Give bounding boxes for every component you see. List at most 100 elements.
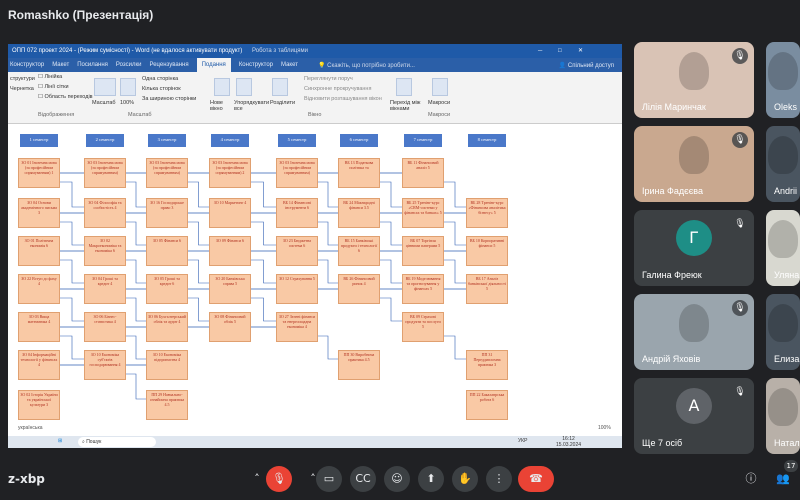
word-title-bar: ОПП 072 проект 2024 - (Режим сумісності)… — [8, 44, 622, 58]
macros-icon[interactable] — [432, 78, 448, 96]
participant-tile[interactable]: Andrii — [766, 126, 800, 202]
participant-tile[interactable]: Oleks — [766, 42, 800, 118]
macros-button[interactable]: Макроси — [428, 100, 451, 106]
camera-options-chevron-icon[interactable]: ˄ — [310, 472, 316, 485]
draft-view[interactable]: Чернетка — [10, 86, 34, 92]
connector-line — [188, 297, 209, 322]
word-ribbon: структури Чернетка ☐ Лінійка ☐ Лінії сіт… — [8, 72, 622, 124]
split-icon[interactable] — [272, 78, 288, 96]
course-box: ЗО 09 Фінанси 6 — [209, 236, 251, 266]
leave-call-button[interactable]: ☎ — [518, 466, 554, 492]
outline-view[interactable]: структури — [10, 76, 35, 82]
reset-window-button[interactable]: Відновити розташування вікон — [304, 96, 382, 102]
participant-tile[interactable]: Ірина Фадєєва🎙 — [634, 126, 754, 202]
participant-tile[interactable]: Андрій Яховів🎙 — [634, 294, 754, 370]
connector-line — [188, 221, 209, 246]
ribbon-tab-5[interactable]: Подання — [196, 58, 231, 72]
navigation-pane-check[interactable]: ☐ Область переходів — [38, 94, 93, 100]
connector-line — [444, 221, 466, 246]
participant-name: Ще 7 осіб — [642, 438, 683, 448]
camera-button[interactable]: ▭ — [316, 466, 342, 492]
zoom-icon[interactable] — [94, 78, 116, 96]
split-button[interactable]: Розділити — [270, 100, 296, 106]
word-search-box[interactable]: 💡 Скажіть, що потрібно зробити... — [318, 62, 415, 69]
course-box: ЗО 02 Історія України та української кул… — [18, 390, 60, 420]
switch-windows-button[interactable]: Перехід між вікнами — [390, 100, 421, 112]
ribbon-tab-6[interactable]: Конструктор — [238, 62, 274, 68]
ribbon-tab-1[interactable]: Макет — [52, 62, 70, 68]
participant-tile[interactable]: Елиза — [766, 294, 800, 370]
info-icon[interactable]: ⓘ — [745, 472, 757, 485]
semester-header: 7 семестр — [404, 134, 442, 147]
gridlines-check[interactable]: ☐ Лінії сітки — [38, 84, 69, 90]
course-box: ЗО 01 Політична економія 6 — [18, 236, 60, 266]
course-box: ВБ 13 Податкова політика та — [338, 158, 380, 188]
ribbon-tab-0[interactable]: Конструктор — [10, 62, 45, 68]
connector-line — [251, 221, 276, 246]
one-page-button[interactable]: Одна сторінка — [142, 76, 179, 82]
course-box: ВБ 14 Фінансові інструменти 6 — [276, 198, 318, 228]
arrange-all-button[interactable]: Упорядкувати все — [234, 100, 270, 112]
course-box: ВБ 24 Міжнародні фінанси 3.5 — [338, 198, 380, 228]
participant-tile[interactable]: Уляна — [766, 210, 800, 286]
mic-off-button[interactable]: 🎙 — [266, 466, 292, 492]
semester-header: 3 семестр — [148, 134, 186, 147]
participant-video — [679, 136, 709, 174]
connector-line — [318, 181, 338, 208]
course-box: ПП 31 Переддипломна практика 3 — [466, 350, 508, 380]
taskbar-search[interactable]: ⌕ Пошук — [78, 437, 156, 447]
course-box: ЗО 10 Економіка суб'єктів господарювання… — [84, 350, 126, 380]
emoji-button[interactable]: ☺ — [384, 466, 410, 492]
raise-hand-button[interactable]: ✋ — [452, 466, 478, 492]
ribbon-tab-2[interactable]: Посилання — [77, 62, 108, 68]
sync-scroll-button[interactable]: Синхронне прокручування — [304, 86, 372, 92]
page-width-button[interactable]: За шириною сторінки — [142, 96, 197, 102]
present-button[interactable]: ⬆ — [418, 466, 444, 492]
connector-line — [126, 297, 146, 322]
ribbon-tab-4[interactable]: Рецензування — [149, 62, 189, 68]
multi-page-button[interactable]: Кілька сторінок — [142, 86, 181, 92]
meet-controls-bar: z-xbp ˄ 🎙 ˄ ▭ CC ☺ ⬆ ✋ ⋮ ☎ ⓘ 👥 17 — [0, 458, 800, 500]
participant-tile[interactable]: Натал — [766, 378, 800, 454]
connector-line — [444, 335, 466, 360]
connector-line — [251, 297, 276, 322]
switch-windows-icon[interactable] — [396, 78, 412, 96]
ribbon-tab-3[interactable]: Розсилки — [115, 62, 142, 68]
course-box: ЗО 03 Вища математика 4 — [18, 312, 60, 342]
zoom-100-icon[interactable] — [120, 78, 136, 96]
arrange-all-icon[interactable] — [236, 78, 252, 96]
participant-tile[interactable]: Лілія Маринчак🎙 — [634, 42, 754, 118]
course-box: ЗО 04 Гроші та кредит 4 — [84, 274, 126, 304]
course-box: ЗО 08 Фінансовий облік 5 — [209, 312, 251, 342]
captions-button[interactable]: CC — [350, 466, 376, 492]
course-box: ЗО 23 Бюджетна система 6 — [276, 236, 318, 266]
presenter-title: Romashko (Презентація) — [8, 8, 154, 22]
side-by-side-button[interactable]: Переглянути поруч — [304, 76, 353, 82]
share-button[interactable]: 👤 Спільний доступ — [558, 62, 614, 69]
zoom-100-button[interactable]: 100% — [120, 100, 135, 106]
people-icon[interactable]: 👥 — [776, 472, 790, 485]
connector-line — [251, 259, 276, 284]
zoom-button[interactable]: Масштаб — [92, 100, 116, 106]
new-window-button[interactable]: Нове вікно — [210, 100, 223, 112]
close-icon[interactable]: ✕ — [578, 48, 584, 54]
taskbar-language[interactable]: УКР — [518, 438, 528, 444]
course-box: ВБ 07 Торгівля цінними паперами 5 — [402, 236, 444, 266]
semester-header: 1 семестр — [20, 134, 58, 147]
connector-line — [126, 373, 146, 400]
participant-name: Елиза — [774, 354, 800, 364]
mic-options-chevron-icon[interactable]: ˄ — [254, 472, 260, 485]
course-box: ПП 29 Навчально-ознайомча практика 4.5 — [146, 390, 188, 420]
ruler-check[interactable]: ☐ Лінійка — [38, 74, 63, 80]
course-box: ЗО 03 Іноземна мова (за професійним спря… — [146, 158, 188, 188]
maximize-icon[interactable]: □ — [558, 48, 562, 54]
new-window-icon[interactable] — [214, 78, 230, 96]
windows-start-icon[interactable]: ⊞ — [58, 438, 63, 444]
ribbon-tab-7[interactable]: Макет — [281, 62, 299, 68]
mic-off-icon: 🎙 — [732, 384, 748, 400]
more-options-button[interactable]: ⋮ — [486, 466, 512, 492]
minimize-icon[interactable]: ─ — [538, 48, 543, 54]
